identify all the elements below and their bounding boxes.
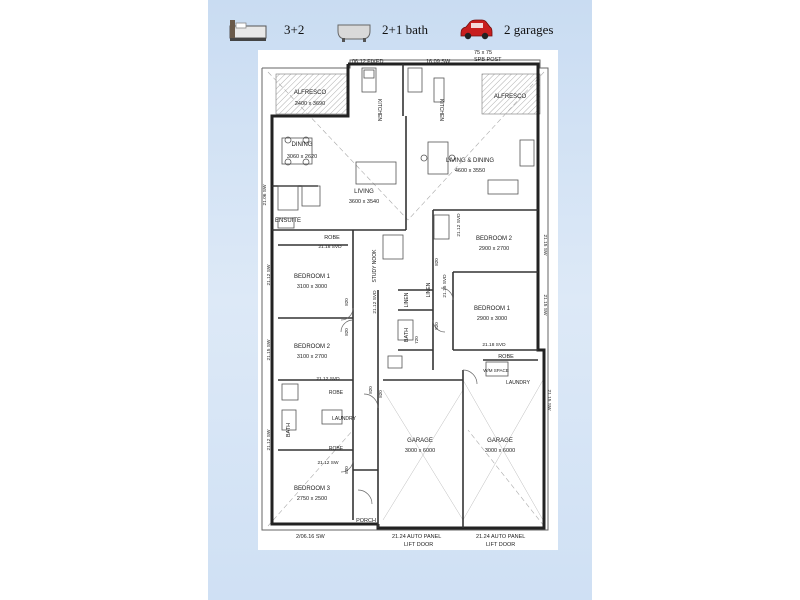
door-d6: 820 xyxy=(378,390,383,398)
door-d7: 820 xyxy=(344,466,349,474)
window-w2: 21.12 SVD xyxy=(372,290,378,314)
door-d4: 820 xyxy=(434,322,439,330)
room-bed2-left-size: 3100 x 2700 xyxy=(297,354,327,360)
room-bed2-right-size: 2900 x 2700 xyxy=(479,246,509,252)
room-linen-b: LINEN xyxy=(426,282,432,297)
floor-plan: 06.12 FIXED 16.09 SW 75 x 75 SPB POST 2/… xyxy=(258,50,558,550)
room-robe-c: ROBE xyxy=(329,390,344,396)
room-living-size: 3600 x 3540 xyxy=(349,199,379,205)
room-study: STUDY NOOK xyxy=(372,249,378,283)
room-laundry-right: LAUNDRY xyxy=(506,380,530,386)
room-ensuite: ENSUITE xyxy=(275,218,301,224)
dim-top-left: 06.12 FIXED xyxy=(352,59,384,65)
room-kitchen-right: KITCHEN xyxy=(438,99,444,121)
room-garage-left-size: 3000 x 6000 xyxy=(405,448,435,454)
feature-garages: 2 garages xyxy=(458,14,553,46)
window-w14: 21.12 SW xyxy=(317,460,339,466)
window-w4: 21.12 SVD xyxy=(456,213,462,237)
room-dining: DINING xyxy=(292,142,313,148)
room-alfresco-right: ALFRESCO xyxy=(494,94,527,100)
room-bed3: BEDROOM 3 xyxy=(294,486,331,492)
room-bath-left: BATH xyxy=(286,423,292,437)
dim-top-mid: 16.09 SW xyxy=(426,59,451,65)
window-w13: 21.06 SW xyxy=(262,184,268,206)
room-garage-right-size: 3000 x 6000 xyxy=(485,448,515,454)
window-w12: 21.12 SVD xyxy=(316,376,340,382)
car-icon xyxy=(460,19,493,40)
room-garage-right: GARAGE xyxy=(487,438,513,444)
feature-bedrooms-label: 3+2 xyxy=(284,22,305,37)
room-dining-size: 3060 x 2620 xyxy=(287,154,317,160)
door-d5: 820 xyxy=(368,386,373,394)
window-w5: 21.12 SW xyxy=(266,264,272,286)
room-porch: PORCH xyxy=(356,518,376,524)
room-bed1-left: BEDROOM 1 xyxy=(294,274,331,280)
dim-top-right: 75 x 75 xyxy=(474,50,492,56)
room-living-dining-size: 4600 x 3550 xyxy=(455,168,485,174)
window-w7: 21.15 SW xyxy=(542,234,548,256)
room-bed1-right-size: 2900 x 3000 xyxy=(477,316,507,322)
door-d2: 820 xyxy=(344,328,349,336)
window-w11: 21.12 SW xyxy=(266,429,272,451)
door-d8: 720 xyxy=(414,336,419,344)
dim-bottom-left: 2/06.16 SW xyxy=(296,534,326,540)
window-w1: 21.18 SVD xyxy=(318,244,342,250)
room-bed1-right: BEDROOM 1 xyxy=(474,306,511,312)
window-w3: 21.18 SVD xyxy=(482,342,506,348)
room-laundry-left: LAUNDRY xyxy=(332,416,356,422)
room-alfresco-left: ALFRESCO xyxy=(294,90,327,96)
window-w9: 21.15 SW xyxy=(546,389,552,411)
room-living: LIVING xyxy=(354,189,374,195)
dim-bottom-mid: 21.24 AUTO PANEL xyxy=(392,534,441,540)
room-robe-a: ROBE xyxy=(324,235,340,241)
door-d3: 820 xyxy=(434,258,439,266)
dim-bottom-right: 21.24 AUTO PANEL xyxy=(476,534,525,540)
room-kitchen-left: KITCHEN xyxy=(376,99,382,121)
bathtub-icon xyxy=(337,24,371,42)
room-bed2-right: BEDROOM 2 xyxy=(476,236,513,242)
bed-icon xyxy=(229,20,267,41)
room-wm-space: W/M SPACE xyxy=(483,368,508,373)
room-alfresco-left-size: 2400 x 3690 xyxy=(295,101,325,107)
dim-top-post: SPB POST xyxy=(474,57,502,63)
dim-bottom-right-sub: LIFT DOOR xyxy=(486,542,515,548)
window-w10: 21.15 SVD xyxy=(442,274,448,298)
room-bed3-size: 2750 x 2500 xyxy=(297,496,327,502)
window-w8: 21.15 SW xyxy=(542,294,548,316)
room-linen-a: LINEN xyxy=(404,292,410,307)
dim-bottom-mid-sub: LIFT DOOR xyxy=(404,542,433,548)
door-d1: 820 xyxy=(344,298,349,306)
room-living-dining: LIVING & DINING xyxy=(446,158,494,164)
room-bed1-left-size: 3100 x 3000 xyxy=(297,284,327,290)
room-bed2-left: BEDROOM 2 xyxy=(294,344,331,350)
feature-bathrooms: 2+1 bath xyxy=(336,14,428,46)
room-robe-b: ROBE xyxy=(498,354,514,360)
floor-plan-drawing: 06.12 FIXED 16.09 SW 75 x 75 SPB POST 2/… xyxy=(261,50,552,548)
room-bath-mid: BATH xyxy=(404,328,410,342)
feature-bathrooms-label: 2+1 bath xyxy=(382,22,428,37)
room-garage-left: GARAGE xyxy=(407,438,433,444)
room-robe-d: ROBE xyxy=(329,446,344,452)
window-w6: 21.15 SW xyxy=(266,339,272,361)
feature-garages-label: 2 garages xyxy=(504,22,554,37)
feature-bedrooms: 3+2 xyxy=(228,14,304,46)
